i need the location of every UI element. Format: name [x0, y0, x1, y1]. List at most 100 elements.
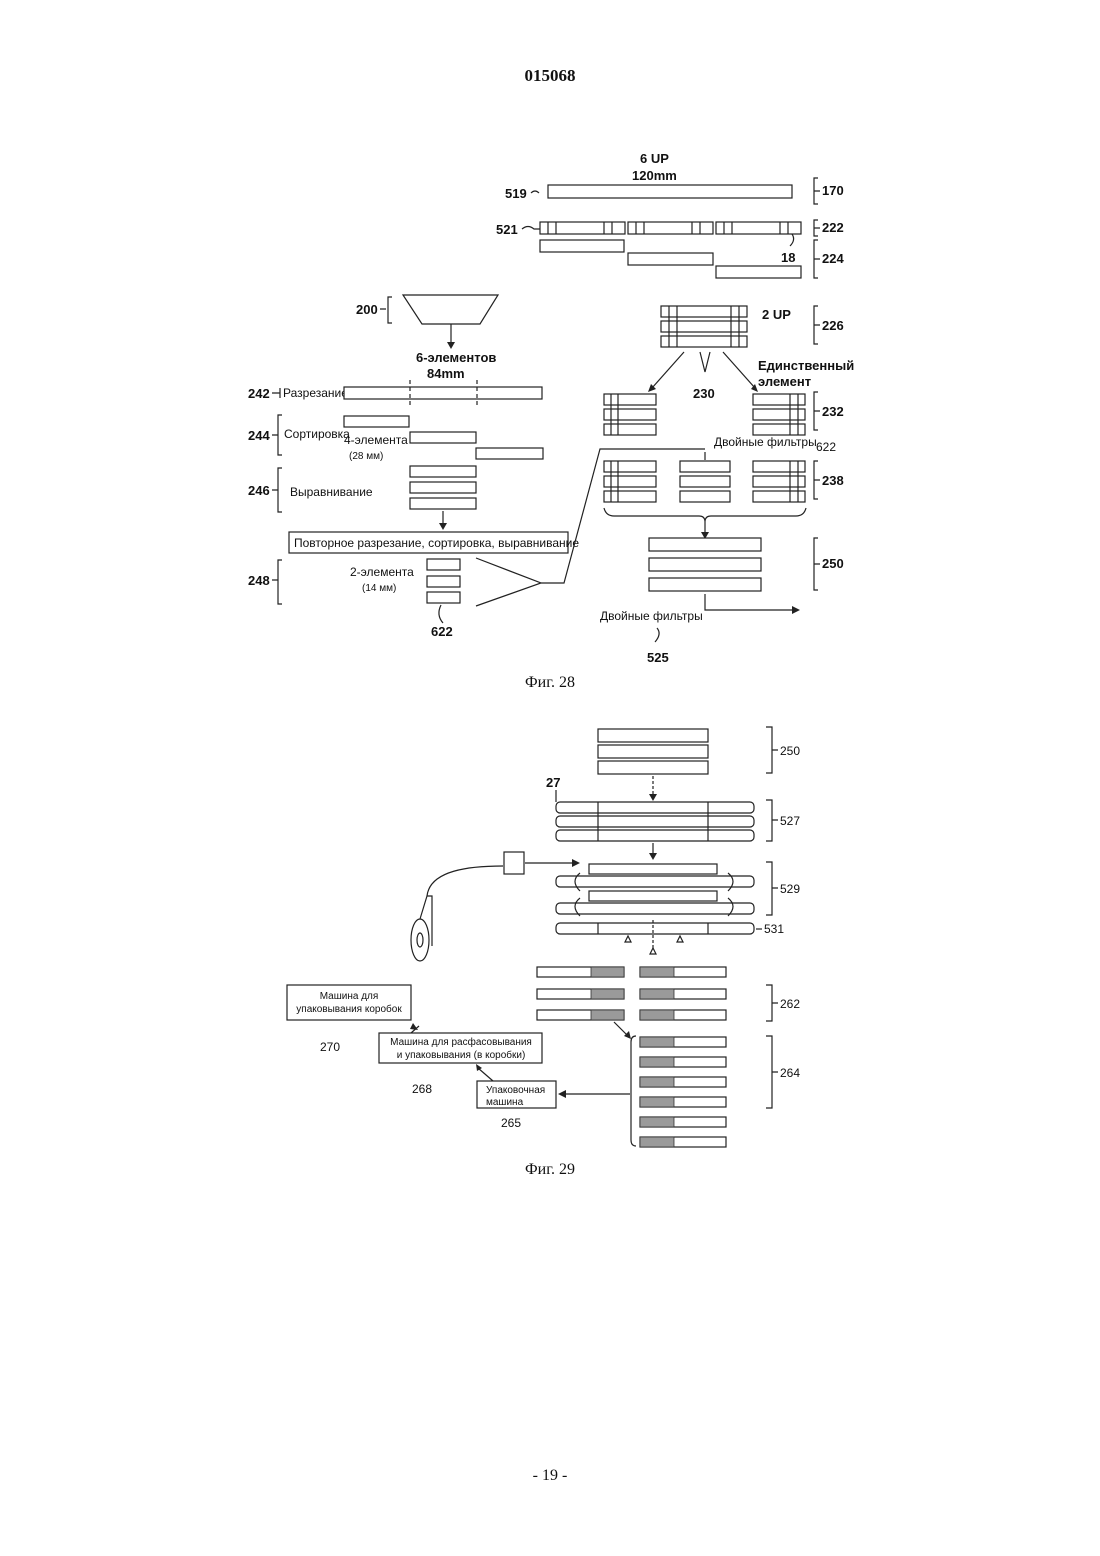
- segment-244-1: [344, 416, 409, 427]
- leader-519: [531, 191, 539, 193]
- label-aligning: Выравнивание: [290, 485, 373, 499]
- label-double-filters-bottom: Двойные фильтры: [600, 609, 703, 623]
- ref-264: 264: [780, 1066, 800, 1080]
- bracket-222: [814, 220, 820, 236]
- rod-531: [556, 923, 754, 934]
- ref-248: 248: [248, 573, 270, 588]
- ref-262: 262: [780, 997, 800, 1011]
- stack-250-3: [649, 578, 761, 591]
- reel-icon: [411, 919, 429, 961]
- ref-246: 246: [248, 483, 270, 498]
- segment-224-1: [540, 240, 624, 252]
- wrap-529-top-2: [589, 891, 717, 901]
- rod-529-1: [556, 876, 754, 887]
- label-2-elements: 2-элемента: [350, 565, 414, 579]
- stack-226-3: [661, 336, 747, 347]
- label-4-elements: 4-элемента: [344, 433, 408, 447]
- bracket-242: [272, 388, 280, 398]
- stack-232-right-1: [753, 394, 805, 405]
- stack-250-fig29-3: [598, 761, 708, 774]
- ref-242: 242: [248, 386, 270, 401]
- ref-622-right: 622: [816, 440, 836, 454]
- box-270-line1: Машина для: [320, 991, 379, 1002]
- ref-622-bottom: 622: [431, 624, 453, 639]
- ref-238: 238: [822, 473, 844, 488]
- ref-529: 529: [780, 882, 800, 896]
- arrow-hopper-head: [447, 342, 455, 349]
- segment-248-2: [427, 576, 460, 587]
- bracket-238: [814, 461, 820, 499]
- stack-232-left-3: [604, 424, 656, 435]
- stack-232-left-1: [604, 394, 656, 405]
- segment-248-1: [427, 559, 460, 570]
- label-14mm: (14 мм): [362, 583, 396, 594]
- rod-170: [548, 185, 792, 198]
- converge-lines: [476, 558, 541, 606]
- ref-200: 200: [356, 302, 378, 317]
- ref-224: 224: [822, 251, 844, 266]
- ref-268: 268: [412, 1082, 432, 1096]
- wrap-529-top-1: [589, 864, 717, 874]
- page-number: - 19 -: [0, 1467, 1100, 1485]
- rod-527-2: [556, 816, 754, 827]
- grid-238-5: [680, 476, 730, 487]
- box-268-line1: Машина для расфасовывания: [390, 1036, 532, 1048]
- ref-525: 525: [647, 650, 669, 665]
- label-single-element-1: Единственный: [758, 358, 854, 373]
- cut-indicator-230: [700, 352, 710, 372]
- rod-527-1: [556, 802, 754, 813]
- stack-226-1: [661, 306, 747, 317]
- ref-270: 270: [320, 1040, 340, 1054]
- caption-fig29: Фиг. 29: [0, 1161, 1100, 1179]
- ref-265: 265: [501, 1116, 521, 1130]
- bracket-170: [814, 178, 820, 204]
- segment-244-2: [410, 432, 476, 443]
- leader-521: [522, 227, 540, 230]
- ref-531: 531: [764, 922, 784, 936]
- label-6up: 6 UP: [640, 151, 669, 166]
- box-265-line1: Упаковочная: [486, 1085, 545, 1096]
- arrow-split-left: [652, 352, 684, 388]
- box-268-line2: и упаковывания (в коробки): [397, 1049, 526, 1061]
- segment-224-2: [628, 253, 713, 265]
- box-265-line2: машина: [486, 1097, 524, 1108]
- segment-224-3: [716, 266, 801, 278]
- figure-29: 250 27 527 529: [287, 727, 800, 1147]
- bracket-226: [814, 306, 820, 344]
- rod-527-3: [556, 830, 754, 841]
- segment-248-3: [427, 592, 460, 603]
- stack-232-right-3: [753, 424, 805, 435]
- ref-230: 230: [693, 386, 715, 401]
- bracket-248: [272, 560, 282, 604]
- bracket-264: [766, 1036, 778, 1108]
- bracket-262: [766, 985, 778, 1021]
- ref-18: 18: [781, 250, 795, 265]
- label-single-element-2: элемент: [758, 374, 811, 389]
- bracket-224: [814, 240, 820, 278]
- stack-232-left-2: [604, 409, 656, 420]
- segment-246-1: [410, 466, 476, 477]
- bracket-250-fig28: [814, 538, 820, 590]
- caption-fig28: Фиг. 28: [0, 674, 1100, 692]
- stack-232-right-2: [753, 409, 805, 420]
- hopper-icon: [403, 295, 498, 324]
- rod-529-2: [556, 903, 754, 914]
- bracket-250-fig29: [766, 727, 778, 773]
- label-double-filters-top: Двойные фильтры: [714, 435, 817, 449]
- figure-28: 6 UP 120mm 519 170 521 222 18 224: [248, 151, 854, 665]
- label-84mm: 84mm: [427, 366, 465, 381]
- cut-markers-531: [625, 936, 683, 954]
- ref-521: 521: [496, 222, 518, 237]
- segment-244-3: [476, 448, 543, 459]
- ref-232: 232: [822, 404, 844, 419]
- bracket-527: [766, 800, 778, 841]
- grid-238-2: [604, 476, 656, 487]
- label-120mm: 120mm: [632, 168, 677, 183]
- ref-170: 170: [822, 183, 844, 198]
- stack-250-1: [649, 538, 761, 551]
- applicator-box-icon: [504, 852, 524, 874]
- label-recut: Повторное разрезание, сортировка, выравн…: [294, 536, 579, 550]
- bracket-232: [814, 392, 820, 430]
